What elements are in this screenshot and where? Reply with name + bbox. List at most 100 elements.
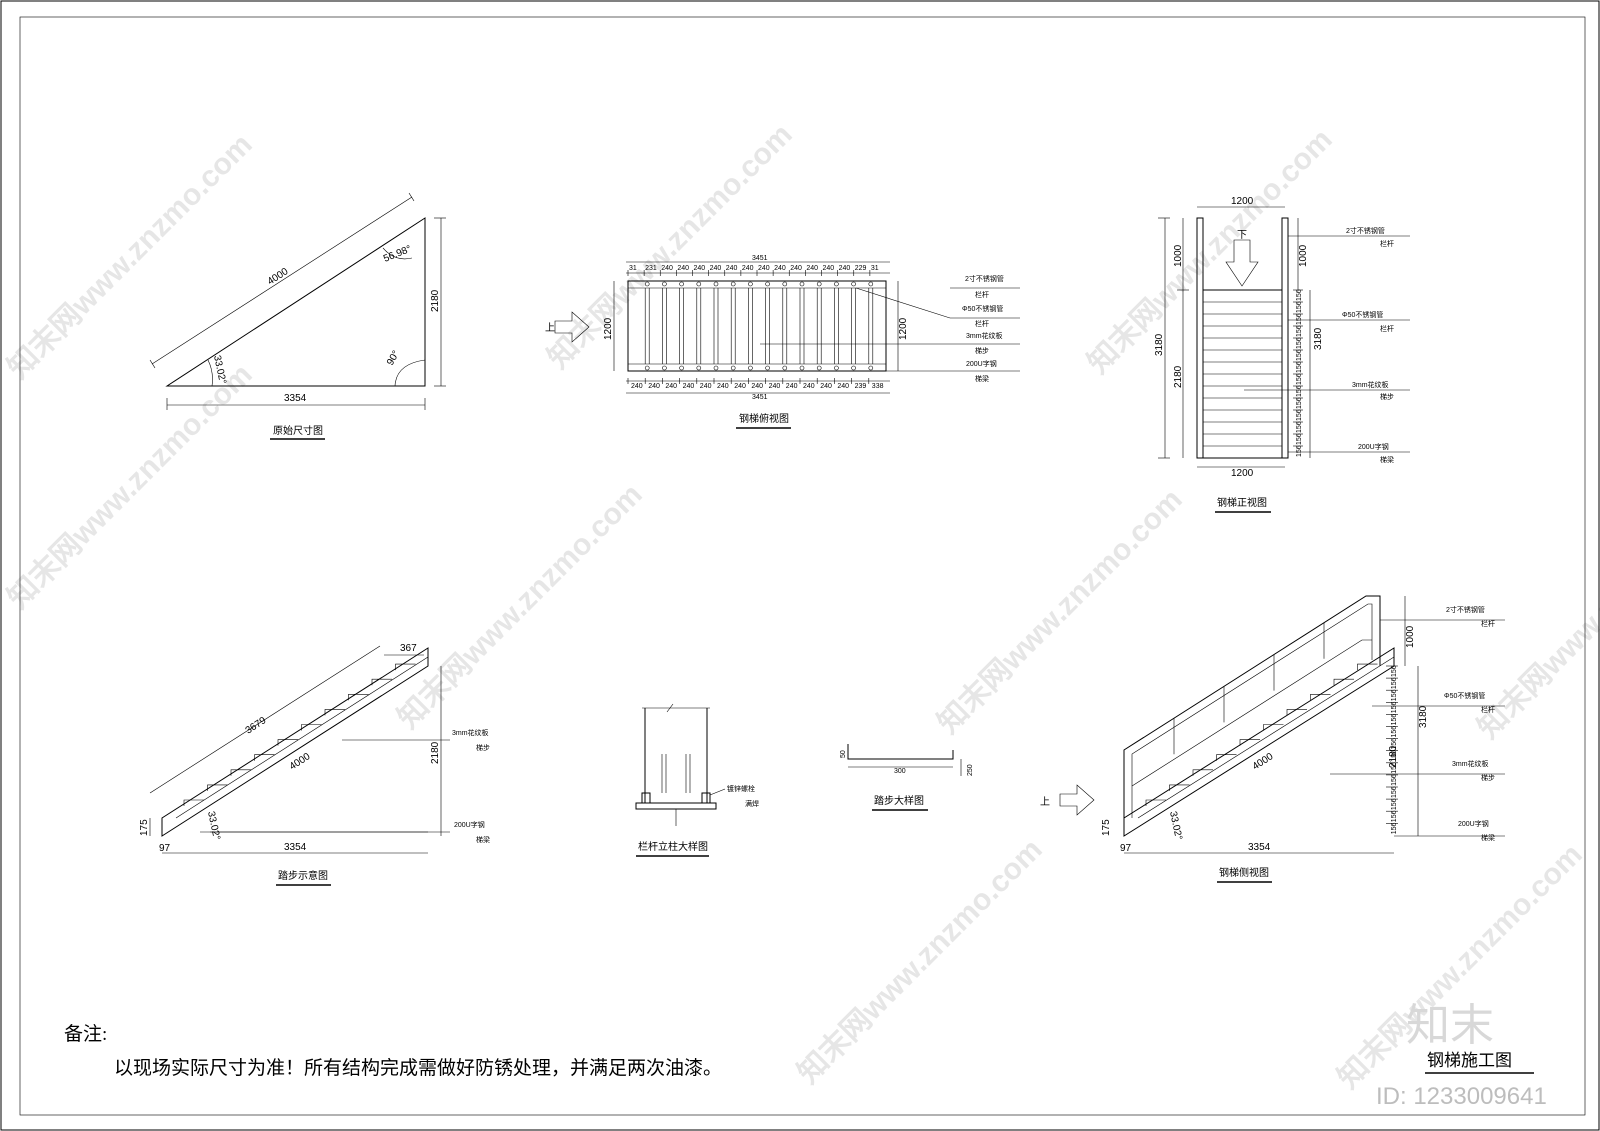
step-tread	[301, 724, 322, 731]
plan-top-spacing-dim: 231	[645, 265, 657, 272]
plan-top-spacing-dim: 240	[823, 265, 835, 272]
plan-post-top	[730, 281, 736, 287]
plan-post-top	[644, 281, 650, 287]
front-step-dim: 156	[1296, 397, 1303, 409]
step-base-dim: 3354	[284, 842, 307, 853]
side-step-dim: 156	[1391, 689, 1398, 701]
post-detail-view: 镀锌螺栓 满焊 栏杆立柱大样图	[635, 703, 759, 857]
plan-top-spacing-dim: 240	[661, 265, 673, 272]
original-caption: 原始尺寸图	[273, 424, 323, 437]
watermark: 知末网www.znzmo.com	[932, 483, 1189, 740]
plan-top-spacing-dim: 240	[790, 265, 802, 272]
side-tread	[1169, 784, 1190, 791]
side-tread	[1192, 769, 1213, 776]
side-label-1a: 2寸不锈钢管	[1446, 605, 1485, 614]
plan-top-spacing-dim: 229	[855, 265, 867, 272]
step-tread	[254, 754, 275, 761]
side-label-2b: 栏杆	[1481, 705, 1495, 714]
plan-top-spacing-dim: 240	[774, 265, 786, 272]
sheet-title: 钢梯施工图	[1427, 1051, 1512, 1070]
front-down-label: 下	[1237, 230, 1247, 241]
image-id: ID: 1233009641	[1376, 1083, 1547, 1110]
plan-post-bottom	[799, 365, 805, 371]
original-height-dim: 2180	[430, 289, 441, 312]
step-tread	[348, 693, 369, 701]
plan-post-bottom	[679, 365, 684, 371]
plan-bottom-spacing-dim: 240	[786, 383, 798, 390]
plan-post-top	[799, 281, 805, 287]
plan-post-top	[868, 281, 874, 287]
side-tread	[1357, 663, 1378, 671]
plan-label-3a: 3mm花纹板	[966, 331, 1003, 340]
plan-label-2b: 栏杆	[975, 319, 989, 328]
plan-bottom-spacing-dim: 240	[751, 383, 763, 390]
front-label-3a: 3mm花纹板	[1352, 380, 1389, 389]
front-caption: 钢梯正视图	[1217, 496, 1267, 509]
watermark: 知末网www.znzmo.com	[2, 358, 259, 615]
side-step-dim: 156	[1391, 786, 1398, 798]
plan-bottom-spacing-dim: 240	[820, 383, 832, 390]
front-step-dim: 156	[1296, 385, 1303, 397]
plan-post-top	[851, 281, 856, 287]
plan-view: 3451 31 231 240 240 240 240 240 240 240 240 240 240…	[545, 255, 1020, 429]
step-tread	[230, 769, 251, 776]
side-stair-height: 2180	[1388, 745, 1399, 768]
front-step-dim: 156	[1296, 337, 1303, 349]
front-step-dim: 156	[1296, 421, 1303, 433]
step-tread	[395, 663, 416, 671]
plan-bottom-spacing-dim: 338	[872, 383, 884, 390]
plan-label-3b: 梯步	[975, 346, 989, 355]
plan-top-spacing-dim: 240	[758, 265, 770, 272]
front-label-4a: 200U字钢	[1358, 442, 1389, 451]
step-schematic-treads	[183, 663, 416, 806]
plan-post-bottom	[834, 365, 839, 371]
step-run-dim: 3679	[244, 715, 269, 737]
plan-post-top	[662, 281, 667, 287]
front-label-2a: Φ50不锈钢管	[1342, 310, 1383, 319]
plan-bottom-spacing-dim: 240	[803, 383, 815, 390]
front-label-1a: 2寸不锈钢管	[1346, 226, 1385, 235]
front-step-dim: 156	[1296, 373, 1303, 385]
tread-right-height: 250	[967, 764, 974, 776]
tread-left-height: 50	[840, 750, 847, 758]
side-tread	[1263, 724, 1284, 731]
plan-top-spacing-dim: 240	[710, 265, 722, 272]
plan-width-left: 1200	[603, 317, 614, 340]
side-step-dim: 156	[1391, 726, 1398, 738]
side-step-dim: 156	[1391, 774, 1398, 786]
front-total-height: 3180	[1154, 333, 1165, 356]
side-view: 4000 上 1000 1561561561561561561561561561…	[1040, 595, 1505, 883]
plan-post-bottom	[644, 365, 650, 371]
step-beam-height: 175	[139, 819, 150, 836]
side-step-dim: 156	[1391, 665, 1398, 677]
side-label-3b: 梯步	[1481, 773, 1495, 782]
plan-top-spacing-dim: 240	[742, 265, 754, 272]
post-label-b: 满焊	[745, 799, 759, 808]
plan-top-spacing-dim: 31	[629, 265, 637, 272]
front-stair-height: 2180	[1173, 365, 1184, 388]
plan-bottom-spacing-dim: 240	[683, 383, 695, 390]
plan-label-2a: Φ50不锈钢管	[962, 304, 1003, 313]
plan-post-top	[713, 281, 719, 287]
side-tread	[1286, 709, 1307, 716]
front-treads	[1203, 301, 1282, 447]
step-tread	[207, 784, 228, 791]
original-angle-right: 90°	[385, 349, 402, 368]
side-step-dims: 1561561561561561561561561561561561561561…	[1386, 665, 1398, 834]
plan-caption: 钢梯俯视图	[739, 412, 789, 425]
side-beam-height: 175	[1101, 819, 1112, 836]
side-step-dim: 156	[1391, 762, 1398, 774]
side-tread	[1216, 754, 1237, 761]
side-tread	[1239, 739, 1260, 746]
plan-top-spacing-dim: 240	[839, 265, 851, 272]
side-foot-dim: 97	[1120, 843, 1132, 854]
step-label-2b: 梯梁	[476, 835, 490, 844]
side-caption: 钢梯侧视图	[1219, 866, 1269, 879]
front-label-4b: 梯梁	[1380, 455, 1394, 464]
plan-total-dim-top: 3451	[752, 255, 768, 262]
plan-post-bottom	[713, 365, 719, 371]
front-step-dim: 156	[1296, 361, 1303, 373]
plan-post-bottom	[662, 365, 667, 371]
